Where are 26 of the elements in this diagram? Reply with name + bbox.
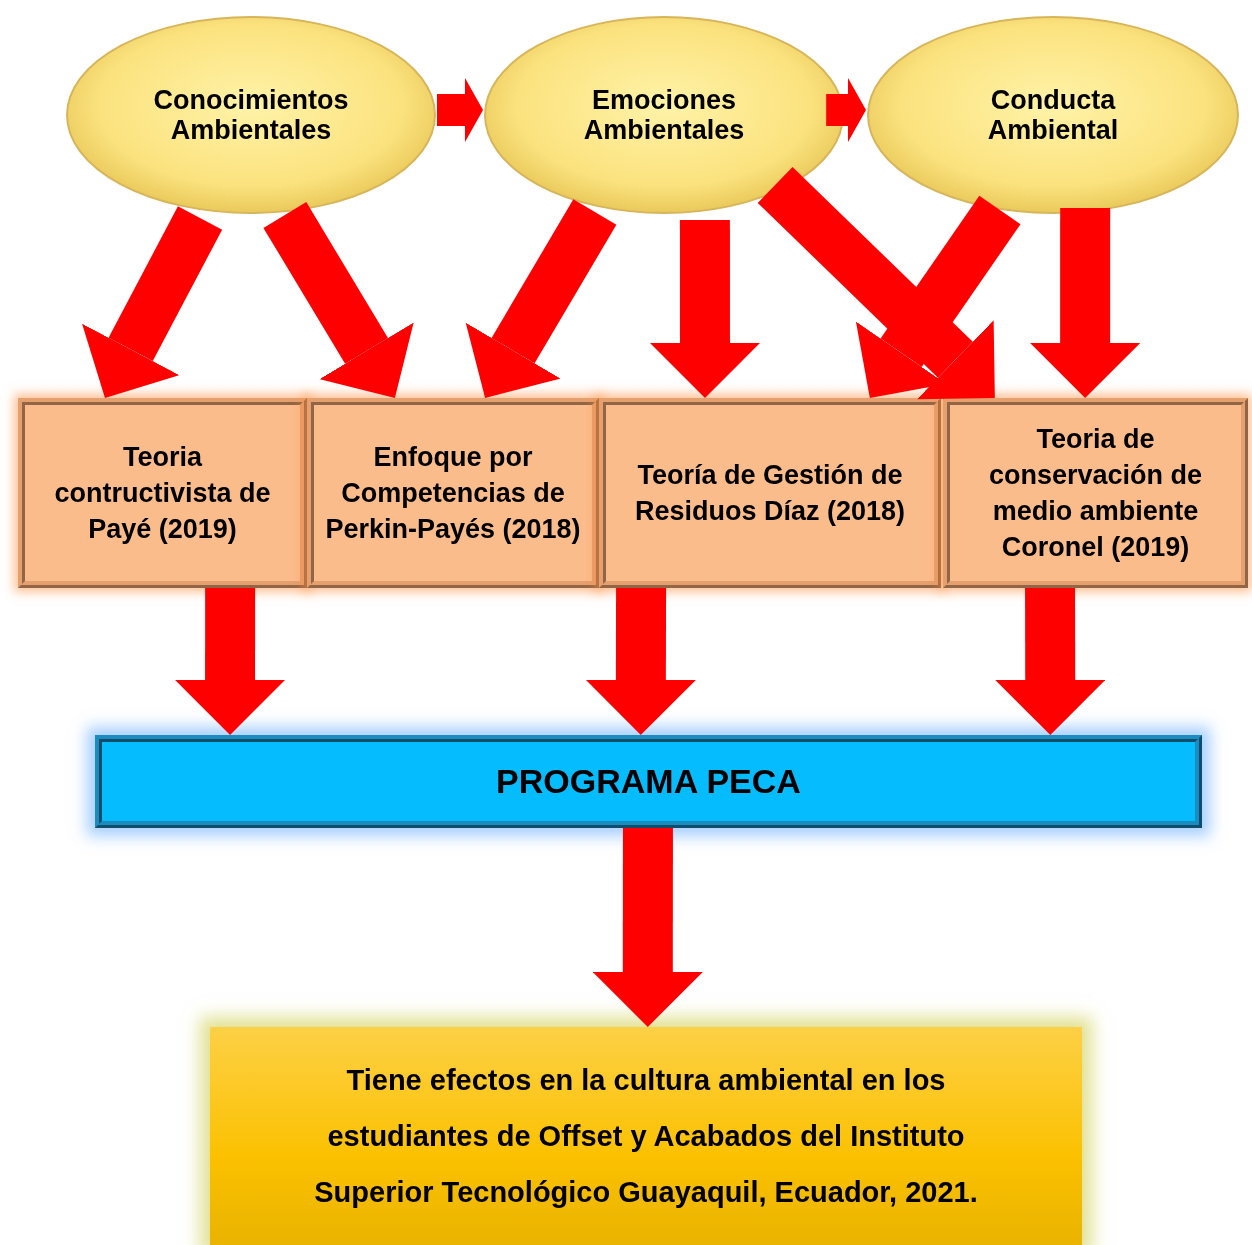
node-text: Enfoque por Competencias de Perkin-Payés (2018) <box>324 441 582 546</box>
node-text: Teoria contructivista de Payé (2019) <box>53 441 272 546</box>
theory-box <box>18 398 307 588</box>
arrow <box>585 587 696 735</box>
arrow <box>1030 208 1141 398</box>
node-text: Teoría de Gestión de Residuos Díaz (2018) <box>633 459 907 528</box>
arrow <box>592 827 703 1027</box>
arrow <box>465 199 617 398</box>
node-text: Emociones Ambientales <box>582 85 746 145</box>
program-banner <box>95 735 1202 828</box>
arrow <box>995 588 1106 735</box>
arrow <box>175 587 286 735</box>
node-text: PROGRAMA PECA <box>496 762 801 801</box>
theory-box <box>599 398 941 588</box>
arrow <box>437 78 483 142</box>
result-box <box>210 1027 1082 1245</box>
arrow <box>650 220 760 398</box>
node-text: Tiene efectos en la cultura ambiental en los estudiantes de Offset y Acabados del Instituto Superior Tecnológico Guayaquil, Ecuador, 2021. <box>313 1063 979 1210</box>
node-text: Conocimientos Ambientales <box>152 85 350 145</box>
arrow <box>82 206 223 398</box>
node-text: Conducta Ambiental <box>986 85 1120 145</box>
arrow <box>263 202 414 398</box>
arrow <box>826 78 866 142</box>
theory-box <box>307 398 599 588</box>
node-text: Teoria de conservación de medio ambiente Coronel (2019) <box>987 423 1204 564</box>
theory-box <box>943 398 1248 588</box>
